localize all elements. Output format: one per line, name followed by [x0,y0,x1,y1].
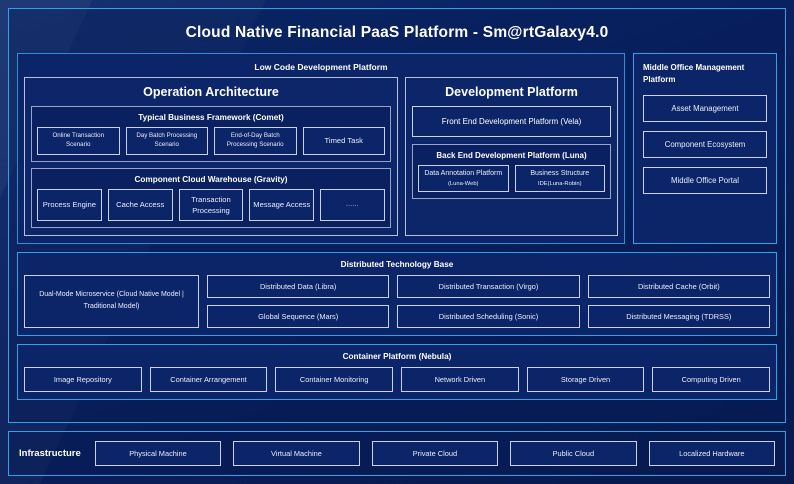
business-structure-ide-sub: IDE(Luna-Robin) [538,180,582,187]
chip-cache-access[interactable]: Cache Access [107,188,173,221]
infrastructure-cell-localized-hardware[interactable]: Localized Hardware [648,441,776,466]
business-structure-label: Business Structure [530,170,590,177]
dtb-cell-distributed-messaging[interactable]: Distributed Messaging (TDRSS) [587,304,770,328]
middle-office-management-platform-panel: Middle Office Management Platform Asset … [633,53,777,244]
page-title: Cloud Native Financial PaaS Platform - S… [185,24,609,41]
dual-mode-microservice-box[interactable]: Dual-Mode Microservice (Cloud Native Mod… [24,274,199,328]
data-annotation-platform-sub: (Luna-Web) [447,180,479,187]
platform-card: Cloud Native Financial PaaS Platform - S… [8,8,786,423]
top-region: Low Code Development Platform Operation … [17,53,777,244]
chip-more-ellipsis[interactable]: ...... [320,188,385,221]
container-cell-computing-driven[interactable]: Computing Driven [652,366,771,392]
back-end-development-platform-title: Back End Development Platform (Luna) [436,151,587,160]
infrastructure-cell-virtual-machine[interactable]: Virtual Machine [233,441,360,466]
middle-office-title: Middle Office Management Platform [643,63,745,84]
chip-message-access[interactable]: Message Access [249,188,315,221]
low-code-development-platform-panel: Low Code Development Platform Operation … [17,53,625,244]
component-cloud-warehouse-title: Component Cloud Warehouse (Gravity) [134,174,288,184]
component-cloud-warehouse-group: Component Cloud Warehouse (Gravity) Proc… [31,167,391,228]
distributed-technology-base-title: Distributed Technology Base [340,259,454,269]
middle-office-item-middle-office-portal[interactable]: Middle Office Portal [643,167,767,195]
low-code-heading: Low Code Development Platform [254,62,388,72]
dtb-cell-distributed-scheduling[interactable]: Distributed Scheduling (Sonic) [397,304,580,328]
dtb-column-3: Distributed Cache (Orbit) Distributed Me… [587,274,770,328]
development-platform-title: Development Platform [445,85,578,99]
container-cell-network-driven[interactable]: Network Driven [401,366,519,392]
container-cell-storage-driven[interactable]: Storage Driven [526,366,645,392]
dtb-cell-distributed-transaction[interactable]: Distributed Transaction (Virgo) [397,274,580,298]
container-platform-title: Container Platform (Nebula) [342,351,452,361]
infrastructure-panel: Infrastructure Physical Machine Virtual … [8,431,786,476]
typical-business-framework-group: Typical Business Framework (Comet) Onlin… [31,106,391,162]
middle-office-item-component-ecosystem[interactable]: Component Ecosystem [643,131,767,159]
container-cell-image-repository[interactable]: Image Repository [24,366,142,392]
infrastructure-cell-public-cloud[interactable]: Public Cloud [510,441,637,466]
front-end-development-platform[interactable]: Front End Development Platform (Vela) [412,106,611,137]
dtb-cell-global-sequence[interactable]: Global Sequence (Mars) [207,304,390,328]
operation-architecture-panel: Operation Architecture Typical Business … [24,77,398,236]
data-annotation-platform-label: Data Annotation Platform [424,170,503,177]
typical-business-framework-title: Typical Business Framework (Comet) [138,113,284,122]
container-cell-container-monitoring[interactable]: Container Monitoring [275,366,394,392]
chip-end-of-day-batch-processing-scenario[interactable]: End-of-Day Batch Processing Scenario [214,127,297,155]
middle-office-item-asset-management[interactable]: Asset Management [643,95,767,123]
chip-timed-task[interactable]: Timed Task [302,127,385,155]
infrastructure-cell-private-cloud[interactable]: Private Cloud [371,441,499,466]
chip-online-transaction-scenario[interactable]: Online Transaction Scenario [37,127,120,155]
dtb-column-1: Distributed Data (Libra) Global Sequence… [207,274,390,328]
operation-architecture-title: Operation Architecture [143,85,279,99]
infrastructure-label: Infrastructure [19,448,81,459]
container-cell-container-arrangement[interactable]: Container Arrangement [149,366,268,392]
dtb-cell-distributed-cache[interactable]: Distributed Cache (Orbit) [587,274,770,298]
chip-data-annotation-platform[interactable]: Data Annotation Platform (Luna-Web) [418,165,509,193]
back-end-development-platform-group: Back End Development Platform (Luna) Dat… [412,144,611,200]
development-platform-panel: Development Platform Front End Developme… [405,77,618,236]
dtb-cell-distributed-data[interactable]: Distributed Data (Libra) [207,274,390,298]
chip-process-engine[interactable]: Process Engine [37,188,102,221]
chip-transaction-processing[interactable]: Transaction Processing [178,188,244,221]
distributed-technology-base-panel: Distributed Technology Base Dual-Mode Mi… [17,251,777,336]
chip-day-batch-processing-scenario[interactable]: Day Batch Processing Scenario [125,127,208,155]
dtb-column-2: Distributed Transaction (Virgo) Distribu… [397,274,580,328]
chip-business-structure-ide[interactable]: Business Structure IDE(Luna-Robin) [514,165,605,193]
container-platform-panel: Container Platform (Nebula) Image Reposi… [17,343,777,400]
infrastructure-cell-physical-machine[interactable]: Physical Machine [94,441,222,466]
